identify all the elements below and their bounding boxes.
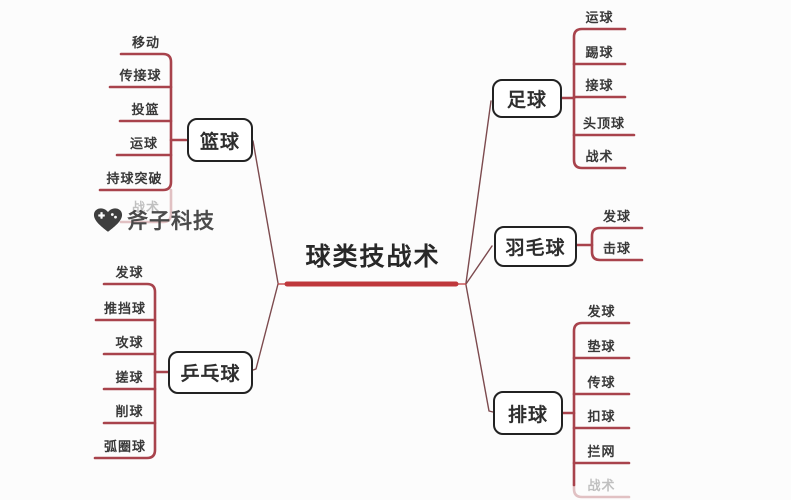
node-badminton: 羽毛球 [494,226,577,267]
node-table-tennis-label: 乒乓球 [180,364,241,385]
watermark: 斧子科技 [93,205,215,235]
leaf-volleyball-block: 拦网 [587,444,616,459]
heart-gamepad-icon [93,207,123,232]
node-table-tennis: 乒乓球 [168,351,253,394]
leaf-football-tactics: 战术 [585,149,614,164]
table-tennis-branch-lines [93,282,170,460]
leaf-table-tennis-push-block: 推挡球 [103,301,146,316]
volleyball-branch-lines [561,321,631,499]
football-branch-lines [560,27,636,170]
leaf-table-tennis-chop: 削球 [115,404,144,419]
connector-football [465,100,492,284]
leaf-football-kick: 踢球 [585,45,614,60]
node-basketball-label: 篮球 [199,131,240,153]
leaf-table-tennis-push: 搓球 [115,370,144,385]
leaf-football-receive: 接球 [585,78,614,93]
leaf-volleyball-dig: 垫球 [587,339,616,354]
node-football: 足球 [492,79,562,118]
leaf-football-dribble: 运球 [585,10,614,25]
leaf-table-tennis-loop: 弧圈球 [103,439,146,454]
watermark-brand: 斧子科技 [127,210,215,233]
central-topic: 球类技战术 [305,243,441,271]
leaf-table-tennis-serve: 发球 [115,265,144,280]
leaf-volleyball-spike: 扣球 [587,409,616,424]
node-volleyball-label: 排球 [507,404,548,426]
leaf-volleyball-pass: 传球 [587,375,616,390]
leaf-basketball-pass-catch: 传接球 [119,68,162,83]
leaf-table-tennis-attack: 攻球 [115,335,144,350]
leaf-basketball-tactics: 战术 [131,200,160,215]
leaf-badminton-serve: 发球 [602,209,631,224]
node-basketball: 篮球 [187,118,253,162]
node-football-label: 足球 [506,90,547,111]
node-volleyball: 排球 [493,391,563,435]
main-connectors [252,100,494,413]
badminton-branch-lines [575,226,644,262]
leaf-basketball-dribble: 运球 [129,136,158,151]
leaf-basketball-shooting: 投篮 [131,102,160,117]
leaf-football-heading: 头顶球 [582,116,625,131]
leaf-basketball-breakthrough: 持球突破 [106,171,163,186]
leaf-volleyball-tactics: 战术 [587,478,616,493]
leaf-badminton-stroke: 击球 [602,241,631,256]
basketball-branch-lines [98,52,188,224]
connector-table-tennis [252,283,279,371]
node-badminton-label: 羽毛球 [505,238,566,259]
connector-badminton [465,245,493,285]
leaf-basketball-movement: 移动 [131,35,160,50]
leaf-volleyball-serve: 发球 [587,304,616,319]
connector-basketball [252,140,279,284]
connector-volleyball [465,284,494,413]
